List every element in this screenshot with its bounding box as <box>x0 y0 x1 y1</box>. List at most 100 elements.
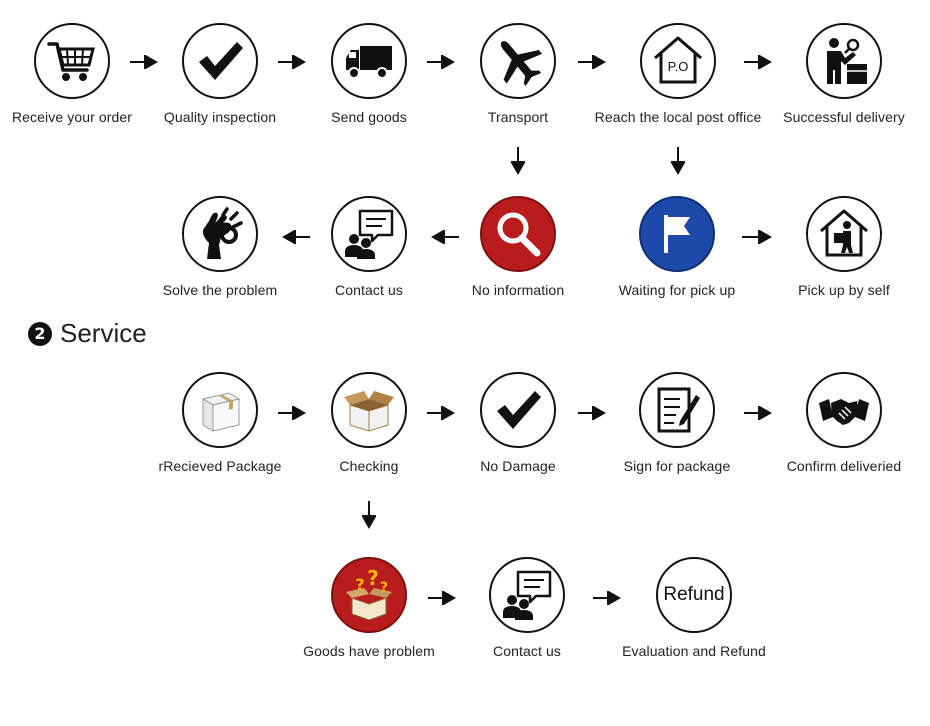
arrow-waiting-to-pickup <box>742 230 772 244</box>
label-contact-us-2: Contact us <box>493 643 561 659</box>
circle-solve-problem <box>182 196 258 272</box>
label-quality-inspection: Quality inspection <box>163 109 277 125</box>
chat-people-icon <box>345 209 394 259</box>
step-reach-post-office: P.O Reach the local post office <box>593 23 763 125</box>
label-sign-package: Sign for package <box>623 458 731 474</box>
step-contact-us-2: Contact us <box>442 557 612 659</box>
arrow-contact-to-solve <box>282 230 310 244</box>
circle-pickup-self <box>806 196 882 272</box>
refund-icon-text: Refund <box>663 584 725 605</box>
step-successful-delivery: Successful delivery <box>759 23 929 125</box>
label-no-damage: No Damage <box>480 458 556 474</box>
label-confirm-delivered: Confirm deliveried <box>786 458 902 474</box>
svg-text:?: ? <box>380 580 388 596</box>
truck-icon <box>346 46 392 79</box>
circle-waiting-pickup <box>639 196 715 272</box>
circle-confirm-delivered <box>806 372 882 448</box>
label-received-package: rRecieved Package <box>158 458 282 474</box>
arrow-received-to-checking <box>278 406 306 420</box>
arrow-noinfo-to-contact <box>431 230 459 244</box>
label-no-information: No information <box>471 282 565 298</box>
checkmark-icon <box>497 391 541 429</box>
step-receive-order: Receive your order <box>0 23 157 125</box>
airplane-icon <box>500 41 543 86</box>
chat-people-icon <box>503 570 552 620</box>
circle-no-information <box>480 196 556 272</box>
arrow-problem-to-contact <box>428 591 456 605</box>
step-goods-problem: ? ? ? Goods have problem <box>284 557 454 659</box>
step-contact-us-1: Contact us <box>284 196 454 298</box>
circle-sign-package <box>639 372 715 448</box>
open-box-icon <box>344 391 394 432</box>
step-waiting-pickup: Waiting for pick up <box>592 196 762 298</box>
package-box-icon <box>201 392 241 432</box>
circle-goods-problem: ? ? ? <box>331 557 407 633</box>
step-evaluation-refund: Refund Evaluation and Refund <box>609 557 779 659</box>
circle-no-damage <box>480 372 556 448</box>
step-no-damage: No Damage <box>433 372 603 474</box>
arrow-transport-to-post-office <box>578 55 606 69</box>
step-confirm-delivered: Confirm deliveried <box>759 372 929 474</box>
label-send-goods: Send goods <box>331 109 407 125</box>
arrow-transport-down <box>511 147 525 175</box>
arrow-post-office-to-delivery <box>744 55 772 69</box>
arrow-send-to-transport <box>427 55 455 69</box>
handshake-icon <box>819 399 869 425</box>
circle-receive-order <box>34 23 110 99</box>
step-sign-package: Sign for package <box>592 372 762 474</box>
arrow-sign-to-confirm <box>744 406 772 420</box>
step-transport: Transport <box>433 23 603 125</box>
arrow-nodamage-to-sign <box>578 406 606 420</box>
label-checking: Checking <box>339 458 399 474</box>
label-successful-delivery: Successful delivery <box>783 109 905 125</box>
person-inspecting-box-icon <box>827 38 867 84</box>
circle-received-package <box>182 372 258 448</box>
shopping-cart-icon <box>47 42 95 81</box>
step-received-package: rRecieved Package <box>135 372 305 474</box>
step-send-goods: Send goods <box>284 23 454 125</box>
circle-transport <box>480 23 556 99</box>
document-sign-icon <box>657 387 700 433</box>
label-reach-post-office: Reach the local post office <box>594 109 762 125</box>
step-no-information: No information <box>433 196 603 298</box>
house-carry-box-icon <box>820 209 868 257</box>
label-receive-order: Receive your order <box>11 109 133 125</box>
section-title: Service <box>60 318 147 348</box>
label-evaluation-refund: Evaluation and Refund <box>622 643 766 659</box>
svg-text:?: ? <box>355 575 364 594</box>
circle-contact-us-1 <box>331 196 407 272</box>
ok-hand-icon <box>202 207 243 259</box>
step-quality-inspection: Quality inspection <box>135 23 305 125</box>
label-contact-us-1: Contact us <box>335 282 403 298</box>
checkmark-icon <box>199 42 243 80</box>
step-checking: Checking <box>284 372 454 474</box>
label-pickup-self: Pick up by self <box>798 282 890 298</box>
circle-quality-inspection <box>182 23 258 99</box>
step-pickup-self: Pick up by self <box>759 196 929 298</box>
circle-checking <box>331 372 407 448</box>
question-box-icon: ? ? ? <box>346 568 392 621</box>
circle-evaluation-refund: Refund <box>656 557 732 633</box>
magnifier-icon <box>497 212 541 257</box>
circle-successful-delivery <box>806 23 882 99</box>
circle-send-goods <box>331 23 407 99</box>
arrow-checking-down <box>362 501 376 529</box>
flag-icon <box>664 215 690 253</box>
label-transport: Transport <box>487 109 549 125</box>
svg-text:?: ? <box>367 568 379 590</box>
circle-contact-us-2 <box>489 557 565 633</box>
post-office-house-icon: P.O <box>654 36 702 84</box>
section-heading-service: 2 Service <box>28 318 147 349</box>
section-number-badge: 2 <box>28 321 52 346</box>
arrow-post-office-down <box>671 147 685 175</box>
arrow-quality-to-send <box>278 55 306 69</box>
arrow-receive-to-quality <box>130 55 158 69</box>
arrow-checking-to-nodamage <box>427 406 455 420</box>
label-solve-problem: Solve the problem <box>162 282 278 298</box>
step-solve-problem: Solve the problem <box>135 196 305 298</box>
label-goods-problem: Goods have problem <box>303 643 435 659</box>
label-waiting-pickup: Waiting for pick up <box>618 282 736 298</box>
circle-reach-post-office: P.O <box>640 23 716 99</box>
post-office-text: P.O <box>668 59 689 74</box>
arrow-contact-to-refund <box>593 591 621 605</box>
